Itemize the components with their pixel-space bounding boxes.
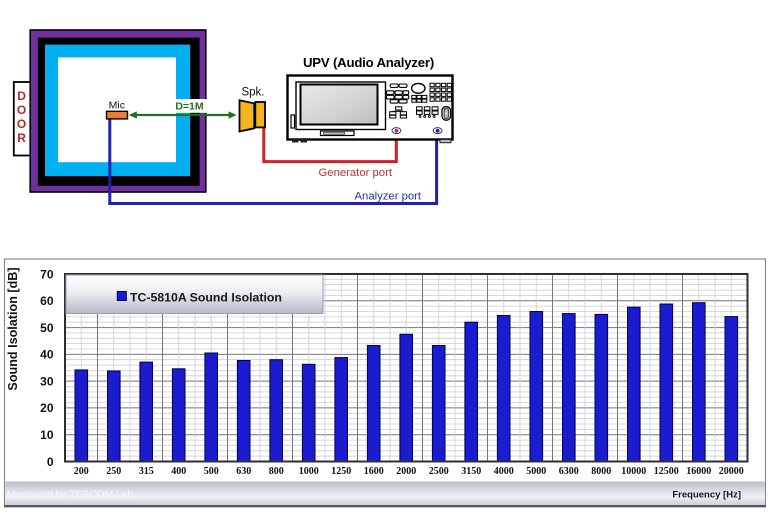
svg-text:R: R	[17, 131, 26, 145]
svg-text:1250: 1250	[331, 466, 351, 477]
svg-text:1000: 1000	[299, 466, 319, 477]
svg-text:Spk.: Spk.	[241, 87, 264, 99]
svg-text:4000: 4000	[494, 466, 514, 477]
svg-text:400: 400	[171, 466, 186, 477]
svg-text:630: 630	[236, 466, 251, 477]
svg-text:Frequency [Hz]: Frequency [Hz]	[672, 490, 741, 501]
svg-text:Sound Isolation [dB]: Sound Isolation [dB]	[6, 267, 20, 390]
svg-text:250: 250	[106, 466, 121, 477]
svg-text:2500: 2500	[429, 466, 449, 477]
svg-text:8000: 8000	[591, 466, 611, 477]
svg-text:20000: 20000	[719, 466, 744, 477]
svg-text:40: 40	[40, 348, 54, 362]
svg-text:TC-5810A Sound Isolation: TC-5810A Sound Isolation	[130, 291, 282, 305]
svg-text:5000: 5000	[526, 466, 546, 477]
svg-text:6300: 6300	[559, 466, 579, 477]
svg-text:500: 500	[204, 466, 219, 477]
svg-text:D=1M: D=1M	[175, 101, 204, 113]
svg-text:16000: 16000	[686, 466, 711, 477]
svg-text:O: O	[17, 103, 26, 117]
svg-text:3150: 3150	[461, 466, 481, 477]
svg-text:12500: 12500	[654, 466, 679, 477]
svg-text:D: D	[17, 89, 26, 103]
svg-text:200: 200	[74, 466, 89, 477]
svg-text:Mic: Mic	[109, 99, 125, 111]
svg-text:70: 70	[40, 267, 54, 281]
svg-text:Generator port: Generator port	[319, 167, 393, 179]
svg-text:Analyzer port: Analyzer port	[355, 191, 422, 203]
svg-text:0: 0	[47, 455, 54, 469]
svg-text:10000: 10000	[621, 466, 646, 477]
svg-text:20: 20	[40, 401, 54, 415]
svg-text:1600: 1600	[364, 466, 384, 477]
svg-text:315: 315	[139, 466, 154, 477]
svg-text:50: 50	[40, 321, 54, 335]
svg-text:10: 10	[40, 428, 54, 442]
svg-text:2000: 2000	[396, 466, 416, 477]
svg-text:O: O	[17, 117, 26, 131]
svg-text:30: 30	[40, 374, 54, 388]
svg-text:UPV (Audio Analyzer): UPV (Audio Analyzer)	[303, 55, 434, 70]
svg-text:800: 800	[269, 466, 284, 477]
svg-text:Measured by TESCOM Lab.: Measured by TESCOM Lab.	[7, 490, 136, 501]
svg-text:60: 60	[40, 294, 54, 308]
